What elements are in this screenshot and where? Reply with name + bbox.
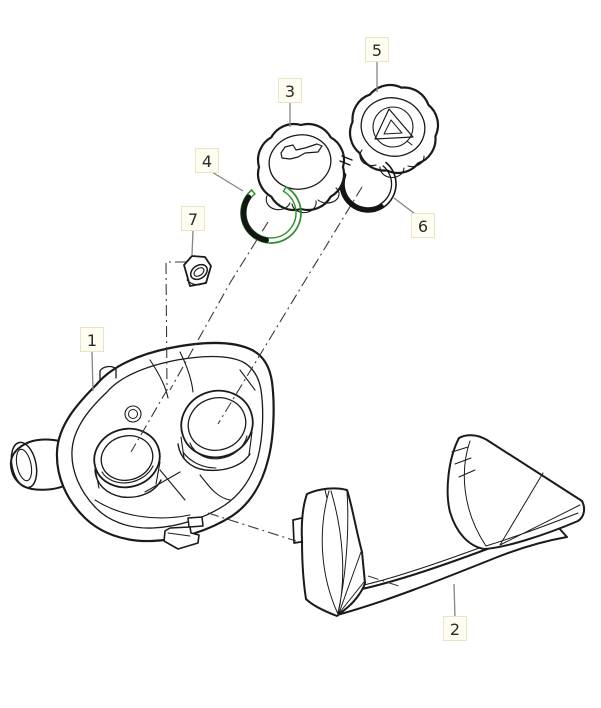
housing-clip-line <box>167 532 191 537</box>
nut-hole <box>189 263 209 281</box>
ring4-inner <box>245 190 297 239</box>
filler-housing <box>9 341 275 550</box>
right-neck-collar-inner <box>182 451 217 469</box>
housing-ribs <box>94 351 256 519</box>
leader-7 <box>191 230 194 256</box>
housing-clip <box>163 526 200 550</box>
left-neck-collar <box>94 469 162 499</box>
filler-cap-oil <box>256 122 346 214</box>
nut-thread <box>193 267 205 277</box>
left-neck-rim <box>93 427 161 489</box>
cap3-body <box>256 122 346 212</box>
callout-5[interactable]: 5 <box>365 37 389 62</box>
housing-stud <box>99 365 117 381</box>
leader-1 <box>91 351 94 392</box>
seal-ring-green <box>240 186 302 244</box>
housing-boss-hole <box>128 409 138 419</box>
ring6-outer <box>381 161 397 209</box>
assembly-centerlines <box>130 186 403 588</box>
ring6-end-stub <box>339 155 353 166</box>
nozzle-bore <box>15 448 33 482</box>
housing-tab <box>187 516 204 528</box>
centerline-seal4-to-neck <box>169 221 269 391</box>
cap3-face <box>268 134 332 190</box>
cover-left-panel <box>300 487 366 617</box>
leader-4 <box>211 171 244 192</box>
right-neck-shadow <box>189 435 248 460</box>
right-neck-collar <box>177 443 251 472</box>
hex-nut <box>183 255 212 287</box>
cover-shield <box>292 434 586 617</box>
ring4-thick-arc <box>240 194 269 243</box>
callout-3[interactable]: 3 <box>278 78 302 103</box>
ring6-inner <box>379 165 393 206</box>
callout-6[interactable]: 6 <box>411 213 435 238</box>
leader-2 <box>453 583 456 618</box>
cap5-face <box>360 97 426 157</box>
housing-boss <box>124 405 142 423</box>
housing-nozzle <box>9 438 67 491</box>
coolant-symbol-icon <box>372 106 414 148</box>
cap3-skirt <box>265 187 340 214</box>
ring6-thick-arc <box>339 172 384 213</box>
centerline-seal6-to-neck <box>217 186 363 425</box>
filler-cap-coolant <box>348 83 440 179</box>
left-neck-sides <box>94 461 161 489</box>
callout-2[interactable]: 2 <box>443 616 467 641</box>
left-neck-shadow <box>101 465 154 484</box>
nut-body <box>183 255 212 287</box>
nut-chamfer <box>186 279 207 286</box>
cover-band <box>336 526 568 616</box>
right-neck-bore <box>187 397 247 451</box>
left-neck-bore <box>100 435 154 481</box>
nozzle-opening <box>10 441 38 489</box>
right-neck-sides <box>180 431 253 459</box>
housing-inner-rim <box>71 355 264 529</box>
right-neck-rim <box>180 389 254 459</box>
centerline-cover-band <box>367 575 403 588</box>
centerline-housing-to-cover <box>207 512 297 542</box>
callout-4[interactable]: 4 <box>195 148 219 173</box>
ring4-end-ticks <box>251 186 287 195</box>
cover-right-blade-folds <box>451 440 581 547</box>
callout-7[interactable]: 7 <box>181 206 205 231</box>
centerline-nut-to-stud <box>130 261 186 453</box>
cover-left-panel-folds <box>321 489 365 615</box>
oil-symbol-icon <box>280 143 323 160</box>
callout-1[interactable]: 1 <box>80 327 104 352</box>
